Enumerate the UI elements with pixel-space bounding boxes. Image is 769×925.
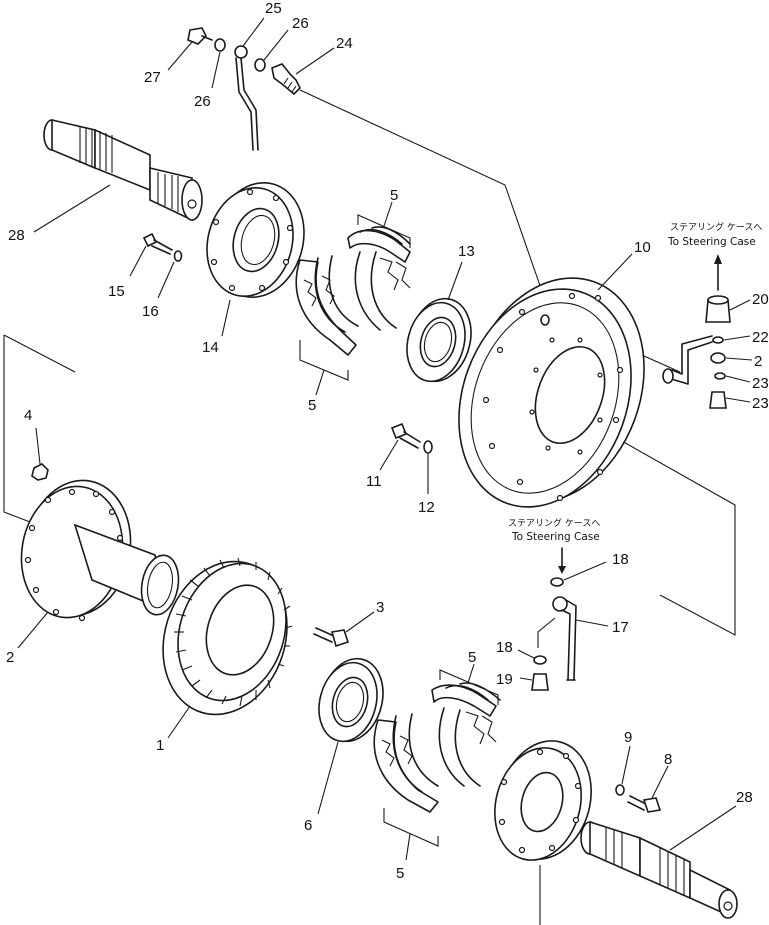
arrow-mid	[558, 547, 566, 574]
label-26-lower: 26	[194, 93, 211, 110]
label-1: 1	[156, 737, 164, 754]
breather-pipe-25	[234, 45, 259, 151]
label-5-third: 5	[468, 649, 476, 666]
nut-4	[31, 463, 49, 481]
washer-18-top	[550, 577, 564, 587]
note-top-jp: ステアリング ケースへ	[670, 221, 762, 233]
bracket-5-bottom	[383, 663, 499, 861]
label-20: 20	[752, 291, 769, 308]
label-3: 3	[376, 599, 384, 616]
label-6: 6	[304, 817, 312, 834]
label-18-top: 18	[612, 551, 629, 568]
washer-9	[615, 784, 625, 796]
label-17: 17	[612, 619, 629, 636]
label-4: 4	[24, 407, 32, 424]
axle-shaft-bottom	[580, 820, 738, 919]
bearing-cage-bottom	[494, 740, 592, 861]
washer-16	[173, 250, 183, 262]
label-23-b: 23	[752, 395, 769, 412]
label-24: 24	[336, 35, 353, 52]
note-mid-en: To Steering Case	[511, 531, 600, 543]
label-27: 27	[144, 69, 161, 86]
housing-10	[458, 277, 645, 508]
note-middle: ステアリング ケースへ To Steering Case	[508, 517, 600, 543]
leader-lines	[17, 17, 753, 851]
bolt-19	[531, 673, 549, 691]
label-18-bottom: 18	[496, 639, 513, 656]
label-14: 14	[202, 339, 219, 356]
bolt-15	[142, 232, 173, 255]
label-10: 10	[634, 239, 651, 256]
label-13: 13	[458, 243, 475, 260]
label-23-a: 23	[752, 375, 769, 392]
label-19: 19	[496, 671, 513, 688]
label-15: 15	[108, 283, 125, 300]
part-labels: 25 26 24 27 26 28 5 13 10 15 16 14 5 20 …	[6, 0, 769, 882]
label-16: 16	[142, 303, 159, 320]
washer-18-bottom	[533, 655, 547, 665]
label-25: 25	[265, 0, 282, 17]
note-top: ステアリング ケースへ To Steering Case	[667, 221, 762, 248]
fitting-24	[271, 63, 301, 96]
axle-shaft-top	[43, 118, 203, 222]
label-5-bottom: 5	[396, 865, 404, 882]
label-5-top: 5	[390, 187, 398, 204]
label-22: 22	[752, 329, 769, 346]
bolt-3	[313, 627, 350, 648]
bolt-11	[390, 422, 421, 449]
label-21: 2	[754, 353, 762, 370]
label-5-second: 5	[308, 397, 316, 414]
label-11: 11	[366, 473, 382, 490]
bearing-6	[318, 657, 384, 743]
bracket-5-top	[299, 201, 411, 396]
label-26-top: 26	[292, 15, 309, 32]
washer-12	[423, 440, 433, 454]
label-9: 9	[624, 729, 632, 746]
brake-shims-top	[295, 226, 411, 356]
brake-shims-bottom	[373, 682, 501, 813]
bearing-13	[406, 297, 472, 383]
washer-26-top	[214, 38, 266, 72]
hub-2	[20, 479, 180, 622]
label-2: 2	[6, 649, 14, 666]
label-28-bottom: 28	[736, 789, 753, 806]
pipe-assembly-right	[662, 254, 731, 409]
label-12: 12	[418, 499, 435, 516]
bolt-8	[627, 795, 662, 813]
pipe-17	[552, 596, 577, 681]
note-top-en: To Steering Case	[667, 236, 756, 248]
bolt-27	[187, 27, 213, 45]
note-mid-jp: ステアリング ケースへ	[508, 517, 600, 529]
bearing-cage-14	[206, 181, 305, 299]
bevel-gear-1	[162, 557, 293, 716]
label-8: 8	[664, 751, 672, 768]
label-28-top: 28	[8, 227, 25, 244]
